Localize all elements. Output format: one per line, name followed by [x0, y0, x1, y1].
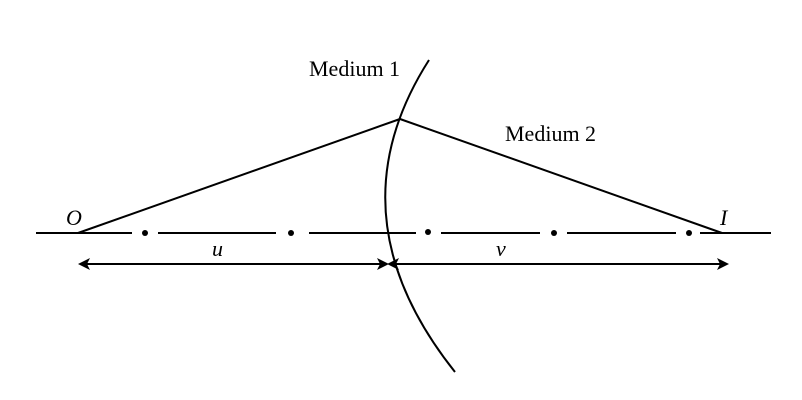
axis-dot [551, 230, 557, 236]
image-distance-label: v [496, 236, 506, 261]
incident-ray [77, 118, 401, 234]
axis-dots [142, 229, 692, 236]
image-point-label: I [719, 205, 729, 230]
medium-1-label: Medium 1 [309, 56, 400, 81]
axis-dot [142, 230, 148, 236]
axis-dot [686, 230, 692, 236]
object-distance-label: u [212, 236, 223, 261]
refracting-surface [384, 59, 456, 373]
object-point-label: O [66, 205, 82, 230]
medium-2-label: Medium 2 [505, 121, 596, 146]
axis-dot [425, 229, 431, 235]
refracted-ray [399, 118, 723, 234]
axis-dot [288, 230, 294, 236]
